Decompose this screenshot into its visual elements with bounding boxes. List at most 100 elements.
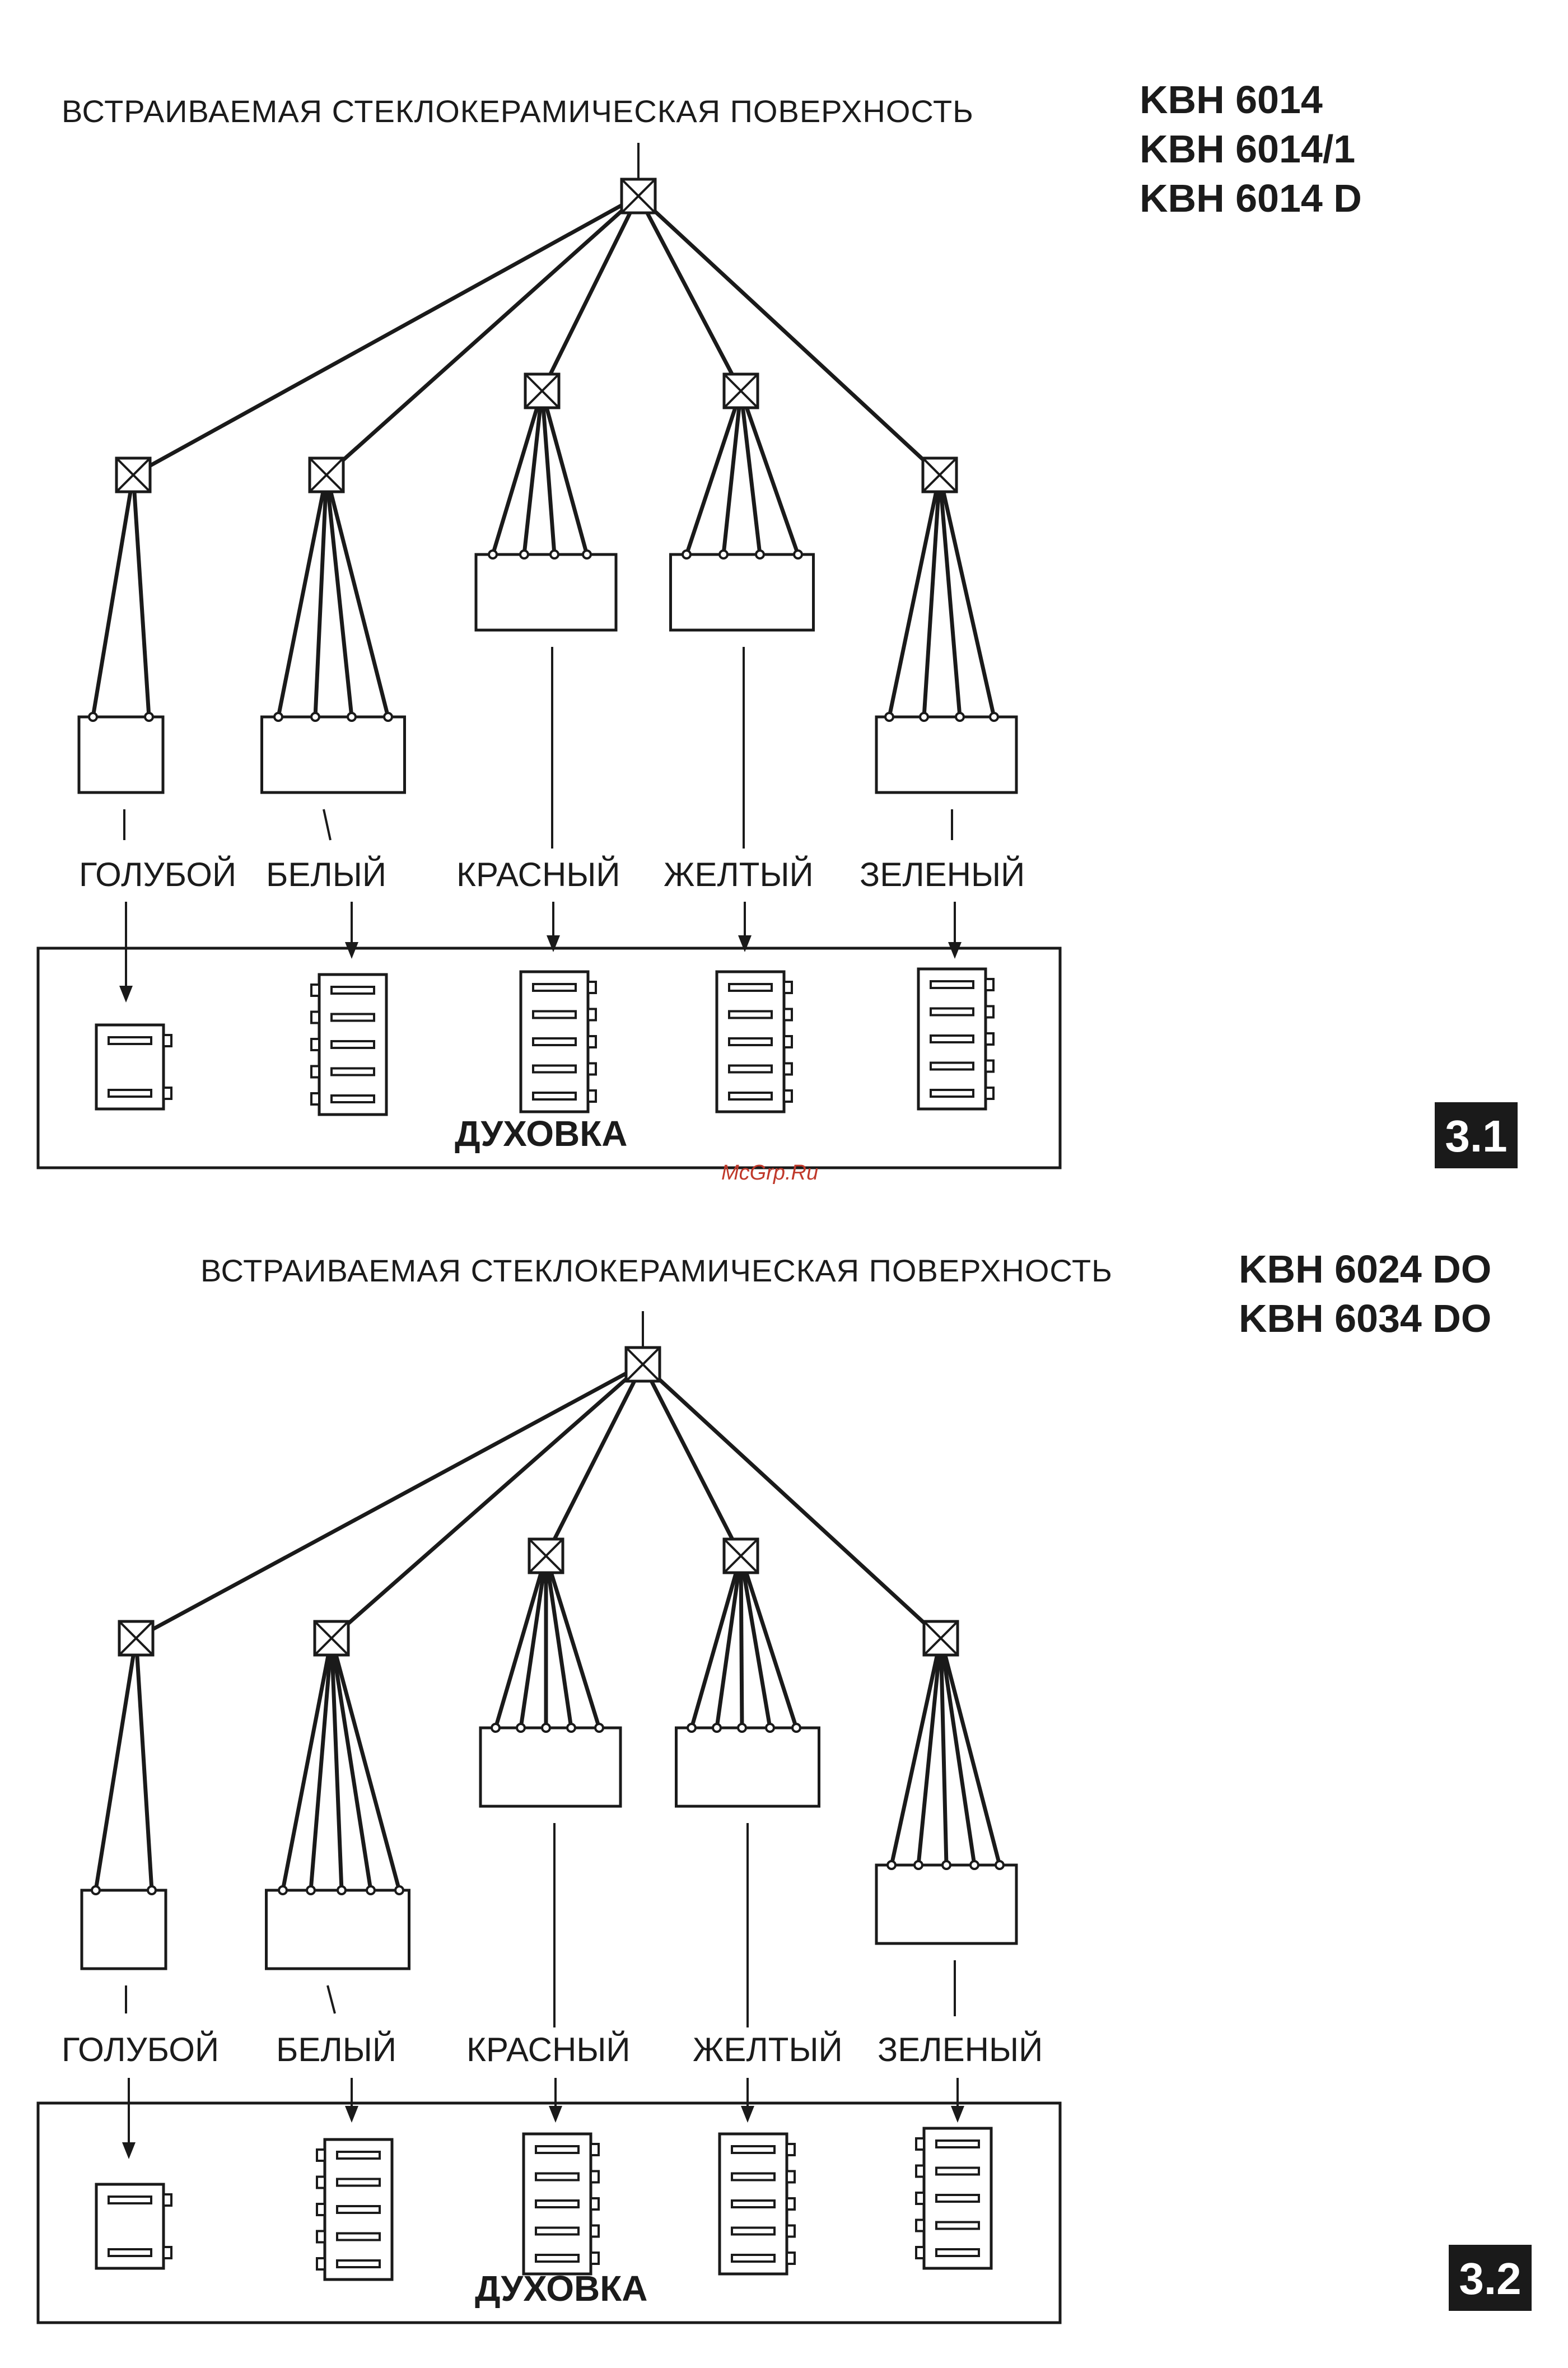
connector-pin — [550, 551, 558, 558]
wire-color-label: ЖЕЛТЫЙ — [693, 2031, 843, 2068]
oven-socket — [720, 2134, 795, 2274]
connector-blocks — [82, 1724, 1016, 1969]
socket-notch — [591, 2144, 599, 2155]
connector-pin — [766, 1724, 774, 1732]
connector-block — [480, 1724, 620, 1806]
socket-notch — [591, 2253, 599, 2264]
model-label: KBH 6014 — [1140, 78, 1323, 122]
socket-slot — [732, 2228, 774, 2235]
socket-notch — [164, 2247, 171, 2258]
socket-notch — [591, 2198, 599, 2209]
socket-slot — [931, 1090, 973, 1097]
socket-slot — [931, 1036, 973, 1042]
connector-body — [480, 1728, 620, 1806]
connector-block — [671, 551, 814, 630]
socket-notch — [787, 2253, 795, 2264]
socket-notch — [317, 2258, 325, 2269]
socket-slot — [533, 1066, 576, 1073]
connector-block — [876, 1861, 1016, 1943]
connector-pin — [792, 1724, 800, 1732]
socket-notch — [164, 1035, 171, 1046]
arrow-head — [119, 986, 133, 1003]
hob-title: ВСТРАИВАЕМАЯ СТЕКЛОКЕРАМИЧЕСКАЯ ПОВЕРХНО… — [200, 1253, 1113, 1288]
socket-notch — [588, 1090, 596, 1102]
wire-color-label: ЗЕЛЕНЫЙ — [860, 856, 1025, 893]
connector-pin — [92, 1886, 100, 1894]
socket-slot — [931, 981, 973, 988]
connector-pin — [970, 1861, 978, 1869]
socket-notch — [588, 1064, 596, 1075]
connector-pin — [794, 551, 802, 558]
connector-pin — [274, 713, 282, 721]
wire-color-label: ЖЕЛТЫЙ — [664, 856, 814, 893]
socket-slot — [729, 984, 772, 991]
wire — [136, 1638, 152, 1890]
connector-pin — [489, 551, 497, 558]
socket-slot — [109, 1037, 151, 1044]
socket-slot — [536, 2255, 578, 2262]
connector-pin — [885, 713, 893, 721]
socket-slot — [337, 2234, 380, 2240]
socket-notch — [986, 979, 993, 990]
oven-label: ДУХОВКА — [475, 2268, 648, 2309]
connector-blocks — [79, 551, 1016, 793]
socket-notch — [588, 1036, 596, 1047]
junction-node — [315, 1621, 348, 1655]
socket-slot — [533, 1093, 576, 1099]
socket-notch — [787, 2198, 795, 2209]
socket-notch — [916, 2138, 924, 2150]
junction-node — [724, 374, 758, 408]
connector-pin — [517, 1724, 525, 1732]
connector-pin — [148, 1886, 156, 1894]
connector-pin — [720, 551, 727, 558]
wire-color-label: ЗЕЛЕНЫЙ — [878, 2031, 1043, 2068]
socket-notch — [311, 1066, 319, 1078]
wire — [892, 1638, 941, 1865]
arrow-head — [549, 2106, 562, 2123]
wire — [283, 1638, 332, 1890]
connector-block — [476, 551, 616, 630]
socket-slot — [337, 2179, 380, 2186]
wire-color-label: БЕЛЫЙ — [276, 2031, 396, 2068]
connector-pin — [738, 1724, 746, 1732]
connector-pin — [683, 551, 690, 558]
socket-notch — [784, 1064, 792, 1075]
oven-label: ДУХОВКА — [455, 1113, 628, 1154]
oven-socket — [916, 2128, 991, 2268]
socket-slot — [332, 1096, 374, 1102]
socket-notch — [311, 985, 319, 996]
socket-notch — [916, 2220, 924, 2231]
connector-pin — [492, 1724, 500, 1732]
junction-node — [724, 1539, 758, 1573]
socket-notch — [164, 2194, 171, 2206]
diagram-3-2: ВСТРАИВАЕМАЯ СТЕКЛОКЕРАМИЧЕСКАЯ ПОВЕРХНО… — [38, 1247, 1532, 2323]
junction-node — [119, 1621, 153, 1655]
connector-pin — [367, 1886, 375, 1894]
junction-node — [924, 1621, 958, 1655]
figure-number: 3.2 — [1459, 2254, 1521, 2304]
junction-node — [310, 458, 343, 492]
socket-notch — [787, 2144, 795, 2155]
socket-slot — [931, 1063, 973, 1070]
connector-pin — [920, 713, 928, 721]
socket-slot — [109, 2197, 151, 2203]
socket-slot — [332, 1041, 374, 1048]
connector-pin — [567, 1724, 575, 1732]
model-label: KBH 6034 DO — [1239, 1297, 1491, 1340]
connector-body — [79, 717, 163, 793]
wiring-lines — [93, 143, 994, 849]
wire — [692, 1556, 741, 1728]
wire-color-label: БЕЛЫЙ — [266, 856, 386, 893]
socket-slot — [332, 1069, 374, 1075]
wire — [96, 1638, 136, 1890]
junction-node — [622, 179, 655, 213]
socket-notch — [317, 2150, 325, 2161]
socket-slot — [729, 1093, 772, 1099]
wire — [542, 196, 638, 391]
oven-socket — [717, 972, 792, 1112]
connector-pin — [395, 1886, 403, 1894]
connector-body — [267, 1890, 409, 1969]
wire — [717, 1556, 741, 1728]
connector-pin — [520, 551, 528, 558]
